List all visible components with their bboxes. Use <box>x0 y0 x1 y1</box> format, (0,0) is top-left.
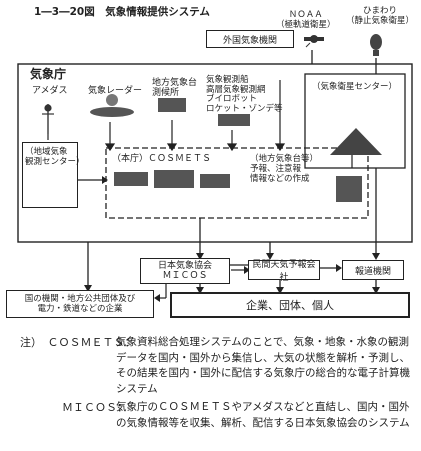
dish-icon <box>330 128 382 155</box>
observatory-label: 気象観測船 高層気象観測網 ブイロボット ロケット・ゾンデ等 <box>206 75 283 114</box>
public-label: 企業、団体、個人 <box>246 299 334 312</box>
media-label: 報道機関 <box>354 266 391 277</box>
jwa-micos-label: 日本気象協会 ＭＩＣＯＳ <box>157 261 212 281</box>
private-forecaster-label: 民間天気予報会社 <box>252 260 316 283</box>
ship-icon <box>218 114 250 126</box>
local-station-label: 地方気象台 測候所 <box>152 78 198 98</box>
private-forecaster-box: 民間天気予報会社 <box>248 260 320 283</box>
foreign-agency-label: 外国気象機関 <box>222 35 277 46</box>
station-icon <box>158 98 186 112</box>
radar-label: 気象レーダー <box>88 86 143 96</box>
radar-icon <box>90 94 134 117</box>
note-micos-label: ＭＩＣＯＳ： <box>62 401 128 414</box>
jma-label: 気象庁 <box>30 67 67 81</box>
noaa-satellite-icon <box>304 35 324 48</box>
diagram-title: 1―3―20図 気象情報提供システム <box>34 6 210 18</box>
amedas-icon <box>42 104 54 134</box>
regional-center-label: （地域気象 観測センター） <box>25 147 85 167</box>
satellite-center-label: （気象衛星センター） <box>312 82 398 92</box>
himawari-satellite-icon <box>370 34 382 56</box>
regional-center-box: （地域気象 観測センター） <box>22 142 85 208</box>
computer-icon <box>114 170 362 202</box>
noaa-label: ＮＯＡＡ （極軌道衛星） <box>276 10 336 30</box>
note-cosmets-label: 注） ＣＯＳＭＥＴＳ： <box>20 336 136 349</box>
jwa-micos-box: 日本気象協会 ＭＩＣＯＳ <box>140 258 230 284</box>
local-office-label: （地方気象台等） 予報、注意報 情報などの作成 <box>250 154 319 184</box>
media-box: 報道機関 <box>342 260 404 280</box>
note-micos-text: 気象庁のＣＯＳＭＥＴＳやアメダスなどと直結し、国内・国外の気象情報等を収集、解析… <box>116 401 410 429</box>
foreign-agency-box: 外国気象機関 <box>206 30 294 48</box>
amedas-label: アメダス <box>32 86 68 96</box>
himawari-label: ひまわり （静止気象衛星） <box>346 6 415 26</box>
public-box: 企業、団体、個人 <box>170 292 410 318</box>
government-box: 国の機関・地方公共団体及び 電力・鉄道などの企業 <box>6 290 154 318</box>
note-cosmets-text: 気象資料総合処理システムのことで、気象・地象・水象の観測データを国内・国外から集… <box>116 336 410 395</box>
government-label: 国の機関・地方公共団体及び 電力・鉄道などの企業 <box>24 294 136 314</box>
cosmets-label: （本庁）ＣＯＳＭＥＴＳ <box>112 154 212 164</box>
